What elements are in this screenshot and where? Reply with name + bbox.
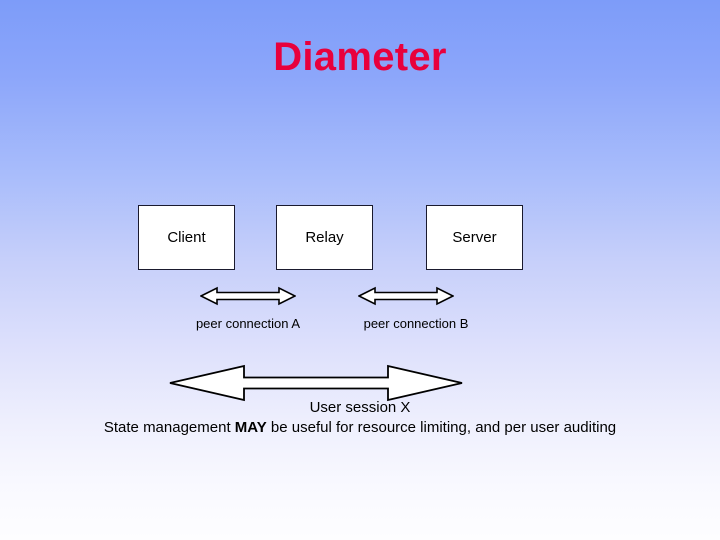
double-arrow-peer-connection-b-icon <box>358 286 454 306</box>
caption-state-emphasis: MAY <box>234 419 267 436</box>
caption-user-session: User session X <box>309 399 411 416</box>
connection-label-peer-b: peer connection B <box>363 316 469 331</box>
node-box-relay[interactable]: Relay <box>276 205 373 270</box>
node-box-client[interactable]: Client <box>138 205 235 270</box>
double-arrow-peer-connection-a-icon <box>200 286 296 306</box>
double-arrow-user-session-icon <box>169 364 463 402</box>
page-title: Diameter <box>273 35 447 79</box>
node-box-server[interactable]: Server <box>426 205 523 270</box>
connection-label-peer-a: peer connection A <box>195 316 301 331</box>
node-label-client: Client <box>167 228 206 246</box>
node-label-relay: Relay <box>305 228 344 246</box>
caption-state-suffix: be useful for resource limiting, and per… <box>266 419 617 436</box>
caption-state-prefix: State management <box>103 419 235 436</box>
caption-state-management: State management MAY be useful for resou… <box>0 418 720 437</box>
node-label-server: Server <box>452 228 497 246</box>
